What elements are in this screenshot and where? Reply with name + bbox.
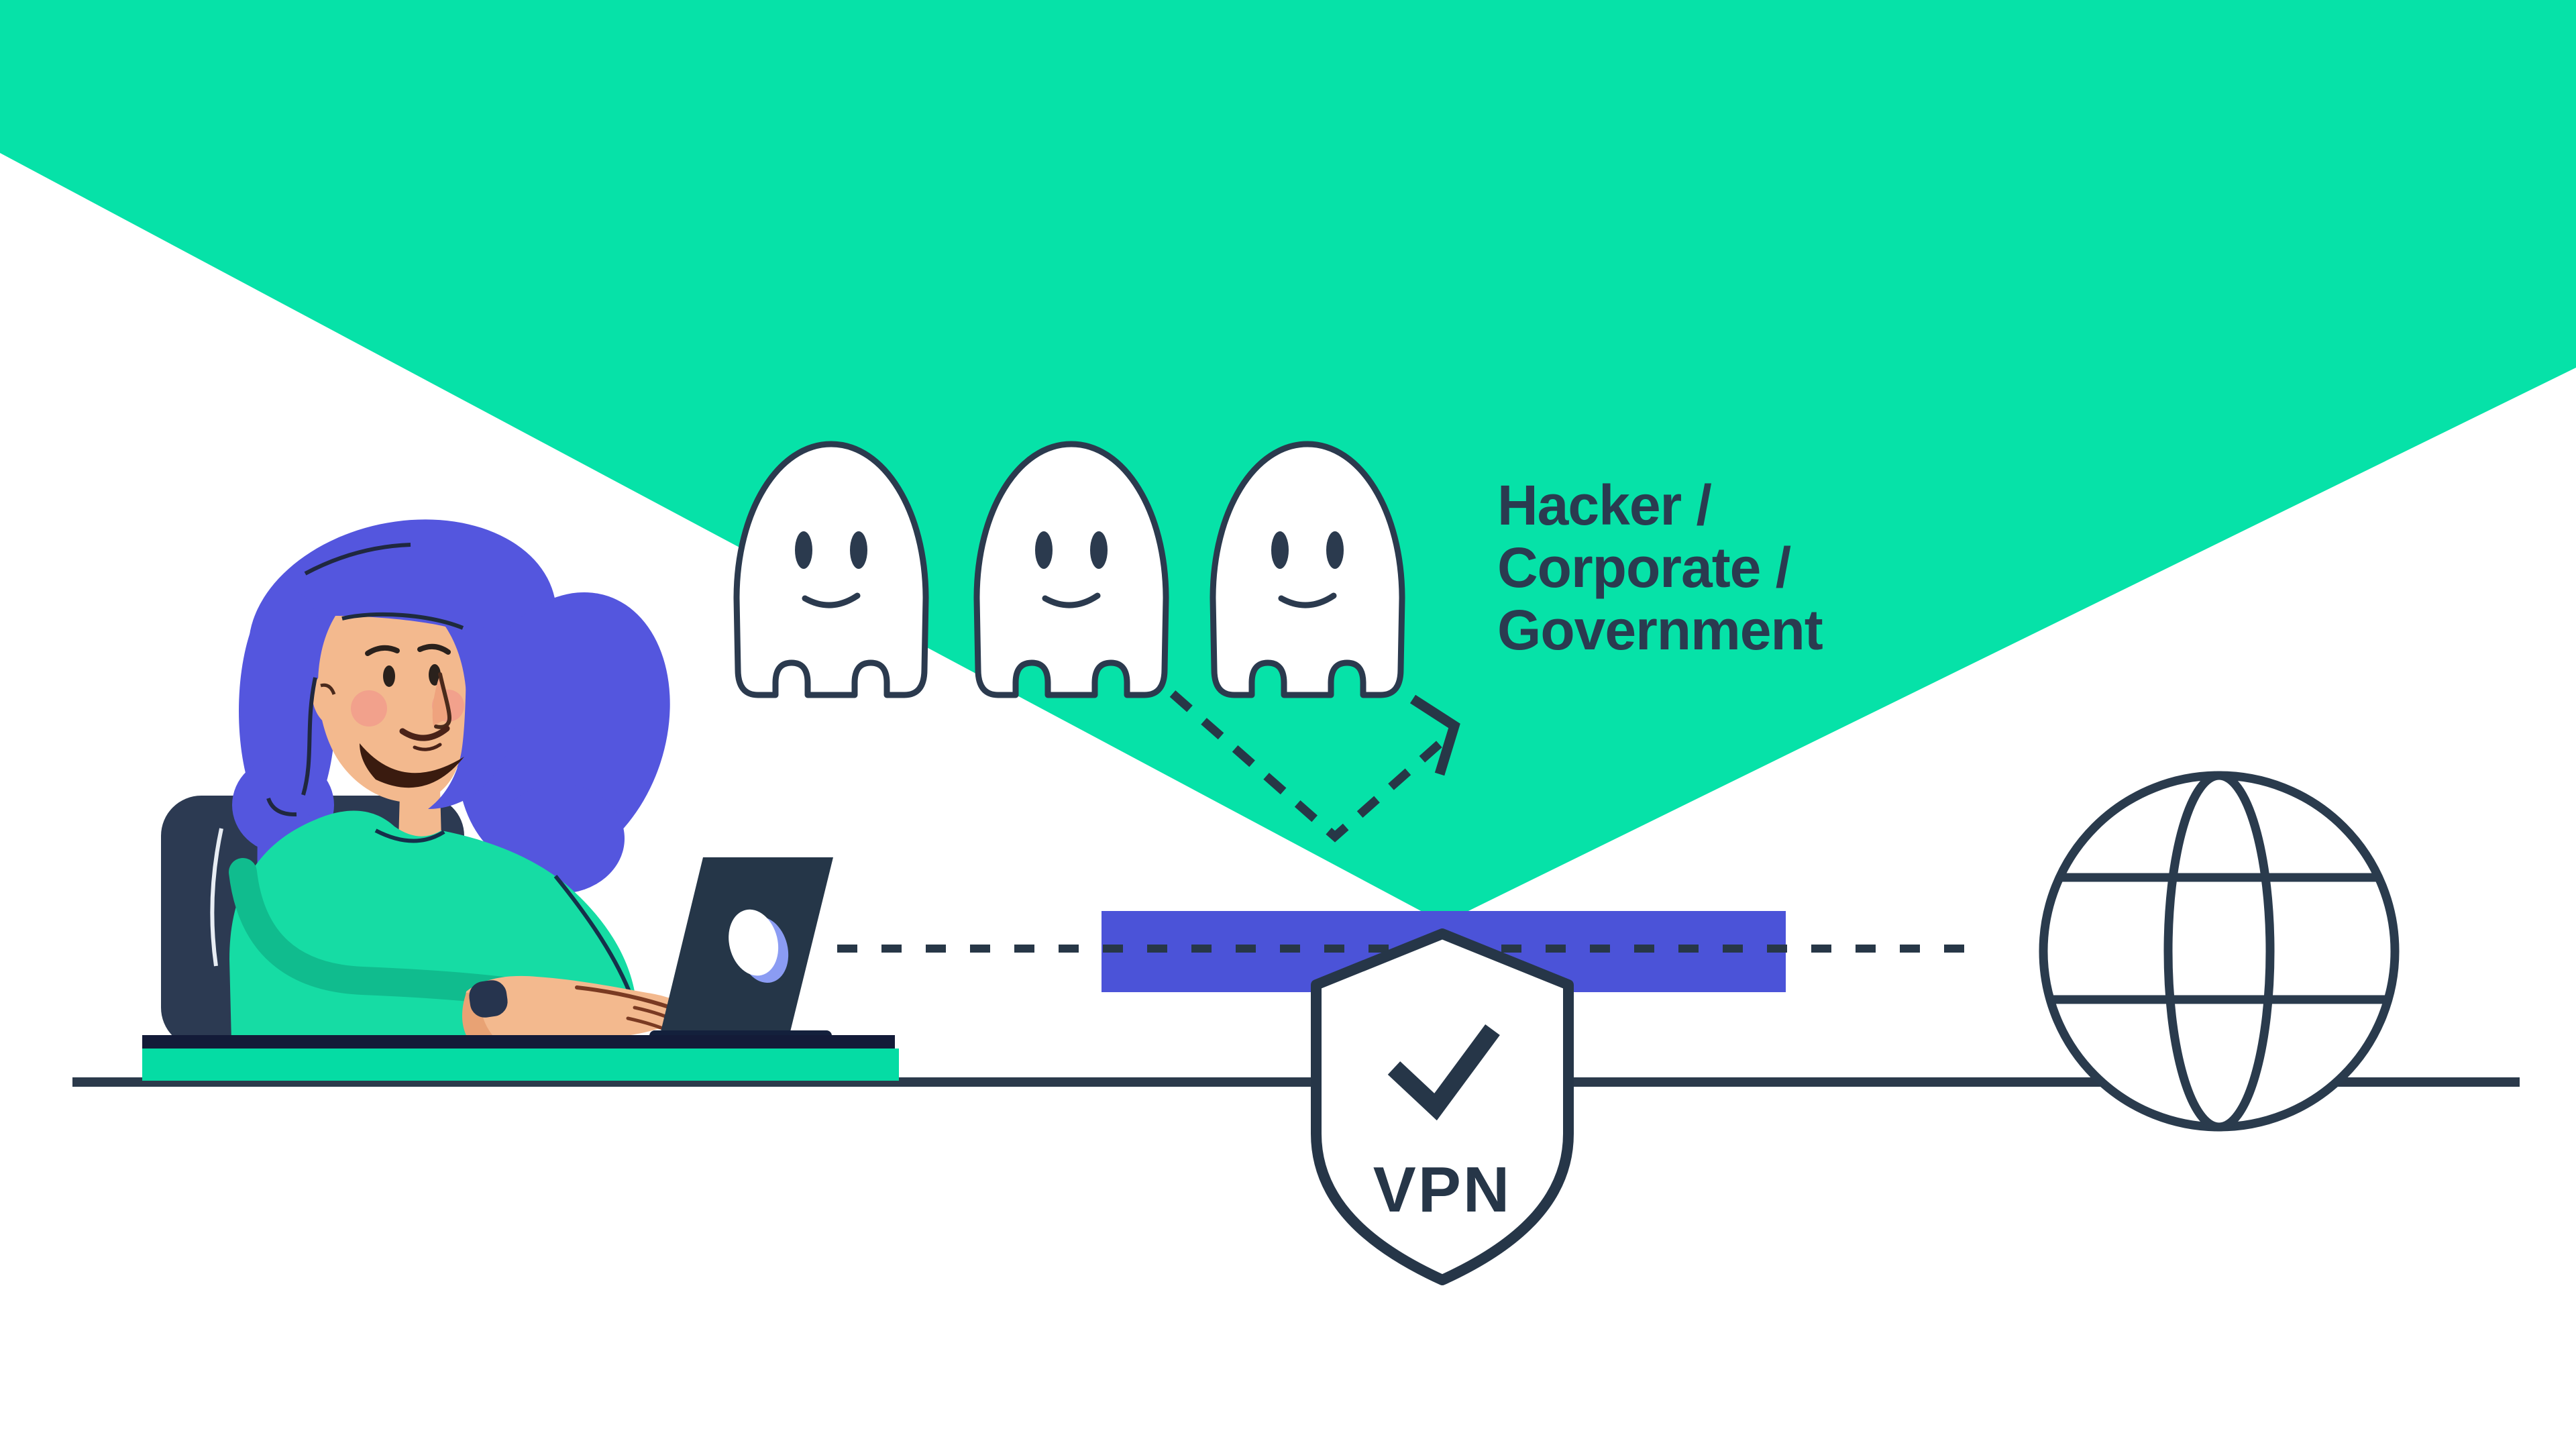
collar-line (374, 828, 445, 843)
globe-meridian (2163, 771, 2275, 1132)
ghost-body (973, 441, 1169, 698)
eyebrow (365, 645, 400, 656)
ghost-icon (973, 441, 1169, 698)
ghost-icon (1210, 441, 1405, 698)
ear-line (320, 683, 336, 695)
deflection-arrow-dashes (1169, 690, 1451, 843)
hairline-stroke (341, 612, 464, 630)
hair-front-lock (428, 614, 519, 809)
wrist-watch (469, 980, 508, 1018)
eye (383, 665, 395, 687)
woman-illustration (161, 519, 696, 1048)
hand (464, 975, 696, 1041)
desk-edge (142, 1035, 895, 1050)
ghost-body (733, 441, 929, 698)
hair-strand-line (266, 797, 297, 817)
desk (142, 1035, 899, 1081)
ghost-row (733, 441, 1405, 698)
vpn-label: VPN (1373, 1154, 1511, 1226)
threat-label: Hacker / Corporate / Government (1497, 474, 1823, 661)
hair-strand-line (301, 677, 317, 796)
eye (429, 664, 441, 686)
threat-label-line-1: Hacker / (1497, 474, 1712, 537)
jaw-shadow (360, 743, 464, 788)
nose-line (434, 672, 452, 729)
laptop-icon (649, 857, 833, 1052)
ghost-smile (1042, 592, 1101, 608)
desk-top (142, 1049, 899, 1081)
lower-lip-line (413, 743, 442, 751)
ghost-body (1210, 441, 1405, 698)
chair-highlight (210, 828, 223, 967)
ear (312, 670, 343, 729)
hair-strand-line (304, 543, 411, 576)
ghost-eye (1271, 531, 1289, 569)
ghost-icon (733, 441, 929, 698)
eyebrow (417, 643, 451, 655)
nose-shade (432, 674, 448, 726)
deflection-arrow (1169, 690, 1460, 843)
smile (399, 725, 450, 741)
ghost-eye (1035, 531, 1053, 569)
ghost-eye (850, 531, 867, 569)
threat-label-line-3: Government (1497, 598, 1823, 661)
arrowhead-icon (1409, 694, 1460, 776)
sleeve-seam-line (553, 875, 634, 1000)
ghost-eye (1090, 531, 1108, 569)
blush-left (351, 690, 387, 727)
globe-circle (2039, 771, 2400, 1132)
checkmark-icon (1387, 1024, 1500, 1121)
laptop-logo (729, 909, 789, 983)
face (318, 616, 466, 802)
ghost-smile (802, 592, 861, 608)
threat-label-line-2: Corporate / (1497, 536, 1791, 599)
ghost-smile (1278, 592, 1337, 608)
ghost-eye (1326, 531, 1344, 569)
internet-globe-icon (2039, 771, 2400, 1132)
vpn-shield: VPN (1311, 928, 1574, 1285)
ghost-eye (795, 531, 812, 569)
